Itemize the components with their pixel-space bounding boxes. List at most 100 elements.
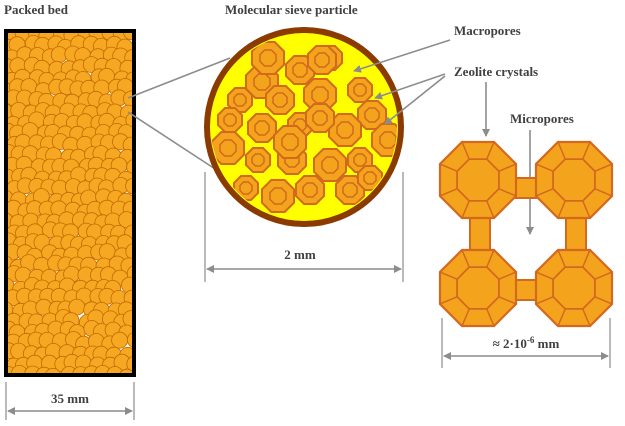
zeolite-facet-line [557,200,566,219]
bead [106,366,124,374]
particle-crystal-cluster [211,41,397,213]
micropores-label: Micropores [510,111,574,126]
zeolite-facet-line [439,271,458,280]
bead [125,111,133,129]
bead [125,177,133,195]
particle-crystal-inner [353,153,367,167]
particle-crystal-inner [302,182,318,198]
zeolite-facet-line [535,188,554,197]
zeolite-facet-line [461,141,470,160]
particle-crystal-inner [269,187,287,205]
particle-crystal-inner [253,73,271,91]
zeolite-facet-line [486,249,495,268]
zeolite-facet-line [486,141,495,160]
zeolite-cage-face [552,266,596,310]
zeolite-facet-line [498,163,517,172]
particle-crystal [211,131,245,165]
particle-crystal-inner [314,52,330,68]
bead [125,243,133,260]
particle-crystal-inner [254,120,270,136]
particle-crystal-inner [321,156,339,174]
macropores-label: Macropores [454,23,521,38]
zeolite-facet-line [498,188,517,197]
zeolite-facet-line [498,271,517,280]
zeolite-crystal-structure [438,140,614,328]
zeolite-facet-line [461,308,470,327]
zeolite-facet-line [439,188,458,197]
particle-crystal [305,103,335,133]
particle-title: Molecular sieve particle [225,2,358,17]
particle-crystal-inner [364,107,380,123]
zeolite-arrow-1 [374,73,446,100]
zeolite-cage-face [456,158,500,202]
zeolite-arrow-2 [384,75,446,125]
particle-crystal-inner [342,182,358,198]
particle-crystal [265,85,295,115]
particle-crystal-inner [251,153,265,167]
zeolite-facet-line [461,200,470,219]
bead [44,368,62,374]
particle-crystal [295,175,325,205]
particle-crystal [227,87,253,113]
zeolite-facet-line [582,249,591,268]
particle-crystal-inner [223,113,237,127]
zeolite-facet-line [582,141,591,160]
zeolite-facet-line [461,249,470,268]
particle-crystal [273,125,307,159]
zoom-line-top [127,57,231,99]
zeolite-facet-line [594,296,613,305]
particle-crystal [347,77,373,103]
particle-crystal-inner [336,121,354,139]
bed-width-label: 35 mm [51,391,89,406]
zeolite-facet-line [486,200,495,219]
zeolite-facet-line [439,163,458,172]
bead [119,368,133,374]
zeolite-facet-line [439,296,458,305]
bead [123,90,133,108]
bead [126,158,133,176]
particle-crystal-inner [312,110,328,126]
zeolite-facet-line [594,271,613,280]
bead [111,331,128,349]
macropores-arrow [353,39,451,73]
zeolite-facet-line [486,308,495,327]
zeolite-cage-face [552,158,596,202]
bead [122,310,133,327]
zeolite-facet-line [594,188,613,197]
particle-crystal-inner [363,171,377,185]
packed-bed-beads [7,32,133,374]
zeolite-facet-line [557,141,566,160]
zeolite-facet-line [498,296,517,305]
bead [127,331,133,348]
particle-crystal-inner [379,131,397,149]
packed-bed [4,29,136,377]
particle-crystal-inner [353,83,367,97]
particle-crystal-inner [281,133,299,151]
zeolite-facet-line [582,200,591,219]
zeolite-facet-line [557,308,566,327]
zeolite-facet-line [535,271,554,280]
particle-crystal-inner [272,92,288,108]
bead [123,32,133,41]
particle-crystal-inner [233,93,247,107]
zeolite-facet-line [594,163,613,172]
particle-crystal [261,179,295,213]
zeolite-facet-line [557,249,566,268]
packed-bed-title: Packed bed [4,2,69,17]
zeolite-crystals-label: Zeolite crystals [454,64,538,79]
particle-crystal-inner [219,139,237,157]
particle-crystal [245,147,271,173]
zeolite-facet-line [535,163,554,172]
zeolite-cage-face [456,266,500,310]
molecular-sieve-particle [204,27,404,227]
crystal-size-label: ≈ 2·10-6 mm [493,335,560,351]
particle-crystal [251,41,285,75]
zeolite-facet-line [582,308,591,327]
zeolite-facet-line [535,296,554,305]
particle-crystal [247,113,277,143]
packed-bed-frame [4,29,136,377]
particle-crystal [307,45,337,75]
particle-crystal [313,148,347,182]
bead [126,355,133,373]
